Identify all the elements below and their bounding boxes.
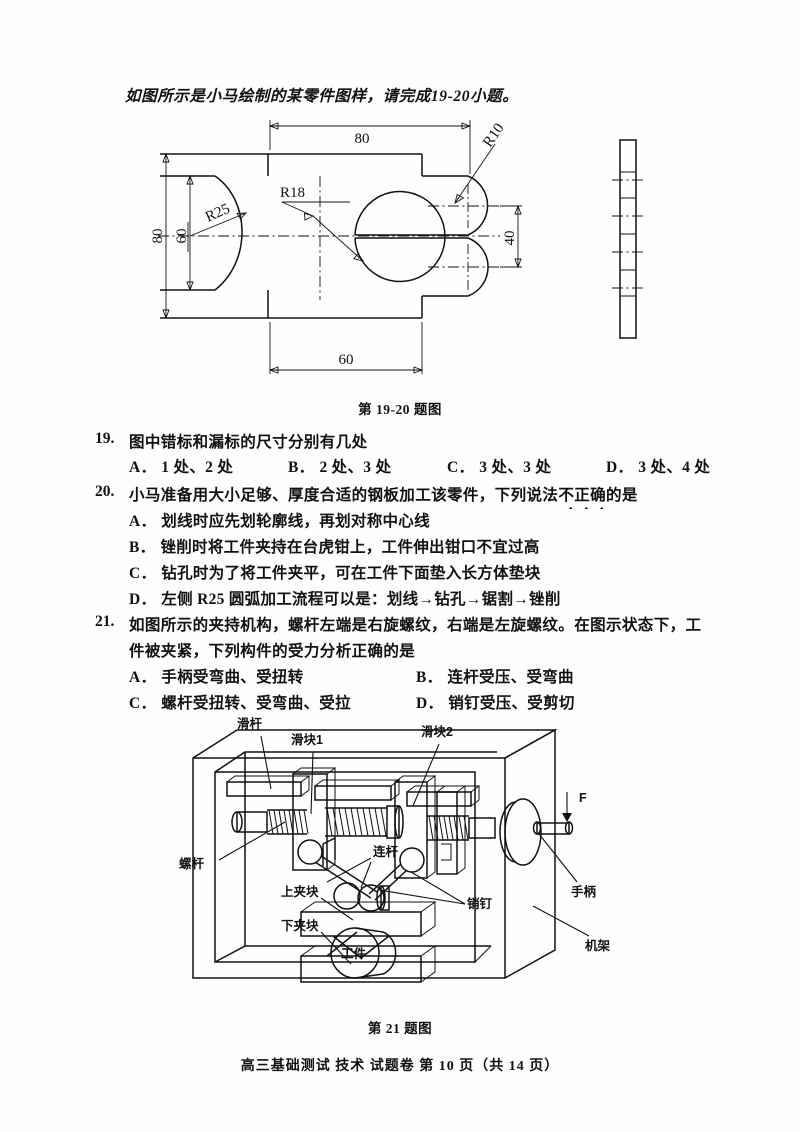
question-20-number: 20.: [95, 483, 115, 500]
thread-right: [427, 815, 469, 841]
question-19-option-c[interactable]: C．3 处、3 处: [447, 455, 551, 477]
option-a-text: 1 处、2 处: [161, 459, 234, 476]
option-b-text: 2 处、3 处: [319, 459, 392, 476]
dim-bottom-60: 60: [339, 352, 354, 368]
option-a-label: A．: [129, 513, 157, 530]
label-upper-clamp: 上夹块: [281, 884, 319, 899]
label-frame: 机架: [585, 938, 611, 953]
option-c-text: 螺杆受扭转、受弯曲、受拉: [161, 695, 351, 712]
question-19-stem: 图中错标和漏标的尺寸分别有几处: [129, 434, 368, 451]
question-20-option-d[interactable]: D．左侧 R25 圆弧加工流程可以是：划线→钻孔→锯割→锉削: [129, 587, 561, 609]
label-connect-rod: 连杆: [373, 844, 399, 859]
part-drawing: 80 80 60 60 40 R25 R18: [150, 118, 670, 398]
question-20-stem-emphasis: 不正确: [558, 487, 607, 504]
dim-right-40: 40: [502, 231, 518, 246]
label-lower-clamp: 下夹块: [281, 918, 319, 933]
label-force: F: [579, 791, 587, 805]
thread-left: [267, 809, 309, 835]
option-a-label: A．: [129, 459, 157, 476]
option-b-label: B．: [416, 669, 443, 686]
question-21: 21. 如图所示的夹持机构，螺杆左端是右旋螺纹，右端是左旋螺纹。在图示状态下，工: [95, 613, 701, 635]
question-19-option-b[interactable]: B．2 处、3 处: [288, 455, 391, 477]
question-21-stem-line2: 件被夹紧，下列构件的受力分析正确的是: [129, 643, 416, 660]
figure1-caption: 第 19-20 题图: [358, 402, 442, 417]
question-21-number: 21.: [95, 613, 115, 630]
dim-top-80: 80: [355, 131, 370, 147]
label-slider-1: 滑块1: [291, 732, 323, 747]
option-d-label: D．: [416, 695, 444, 712]
option-b-label: B．: [288, 459, 315, 476]
question-21-option-d[interactable]: D．销钉受压、受剪切: [416, 691, 575, 713]
dim-R25: R25: [203, 201, 232, 226]
intro-text: 如图所示是小马绘制的某零件图样，请完成19-20小题。: [125, 88, 519, 105]
option-d-text: 3 处、4 处: [638, 459, 711, 476]
question-21-stem-line1: 如图所示的夹持机构，螺杆左端是右旋螺纹，右端是左旋螺纹。在图示状态下，工: [129, 617, 702, 634]
question-19-option-d[interactable]: D．3 处、4 处: [606, 455, 710, 477]
option-a-label: A．: [129, 669, 157, 686]
question-19-number: 19.: [95, 430, 115, 447]
label-slide-rod: 滑杆: [237, 716, 263, 731]
label-screw-rod: 螺杆: [179, 856, 205, 871]
option-a-text: 划线时应先划轮廓线，再划对称中心线: [161, 513, 430, 530]
option-b-text: 锉削时将工件夹持在台虎钳上，工件伸出钳口不宜过高: [160, 539, 540, 556]
thread-middle: [325, 805, 404, 839]
question-21-option-b[interactable]: B．连杆受压、受弯曲: [416, 665, 574, 687]
dim-left-60: 60: [174, 229, 190, 244]
option-b-label: B．: [129, 539, 156, 556]
question-21-option-a[interactable]: A．手柄受弯曲、受扭转: [129, 665, 304, 687]
dim-R18: R18: [280, 185, 305, 201]
option-c-text: 3 处、3 处: [479, 459, 552, 476]
option-c-label: C．: [129, 695, 157, 712]
figure2-caption: 第 21 题图: [367, 1021, 433, 1036]
option-a-text: 手柄受弯曲、受扭转: [161, 669, 304, 686]
option-c-text: 钻孔时为了将工件夹平，可在工件下面垫入长方体垫块: [161, 565, 541, 582]
dim-R10: R10: [480, 121, 507, 151]
clamp-mechanism-drawing: F 滑杆 滑块1 滑块2 螺杆 连杆 上夹块 下夹块 工件 销钉 手柄: [175, 710, 645, 1010]
question-20-option-b[interactable]: B．锉削时将工件夹持在台虎钳上，工件伸出钳口不宜过高: [129, 535, 540, 557]
option-c-label: C．: [129, 565, 157, 582]
side-view: [612, 139, 644, 339]
dim-left-80: 80: [150, 229, 166, 244]
question-20-stem-pre: 小马准备用大小足够、厚度合适的钢板加工该零件，下列说法: [129, 487, 559, 504]
label-slider-2: 滑块2: [421, 724, 453, 739]
label-pin: 销钉: [467, 896, 493, 911]
label-workpiece: 工件: [341, 946, 367, 961]
question-21-stem-cont: 件被夹紧，下列构件的受力分析正确的是: [129, 639, 415, 661]
question-21-option-c[interactable]: C．螺杆受扭转、受弯曲、受拉: [129, 691, 351, 713]
option-d-label: D．: [606, 459, 634, 476]
option-b-text: 连杆受压、受弯曲: [447, 669, 574, 686]
question-19: 19. 图中错标和漏标的尺寸分别有几处: [95, 430, 368, 452]
option-d-text: 左侧 R25 圆弧加工流程可以是：划线→钻孔→锯割→锉削: [161, 591, 561, 608]
question-20-option-c[interactable]: C．钻孔时为了将工件夹平，可在工件下面垫入长方体垫块: [129, 561, 541, 583]
option-d-label: D．: [129, 591, 157, 608]
option-d-text: 销钉受压、受剪切: [448, 695, 575, 712]
label-handle: 手柄: [571, 884, 597, 899]
question-19-option-a[interactable]: A．1 处、2 处: [129, 455, 233, 477]
page-footer: 高三基础测试 技术 试题卷 第 10 页（共 14 页）: [240, 1059, 560, 1074]
question-20-stem-post: 的是: [606, 487, 638, 504]
question-20: 20. 小马准备用大小足够、厚度合适的钢板加工该零件，下列说法不正确的是: [95, 483, 638, 505]
option-c-label: C．: [447, 459, 475, 476]
question-20-option-a[interactable]: A．划线时应先划轮廓线，再划对称中心线: [129, 509, 430, 531]
